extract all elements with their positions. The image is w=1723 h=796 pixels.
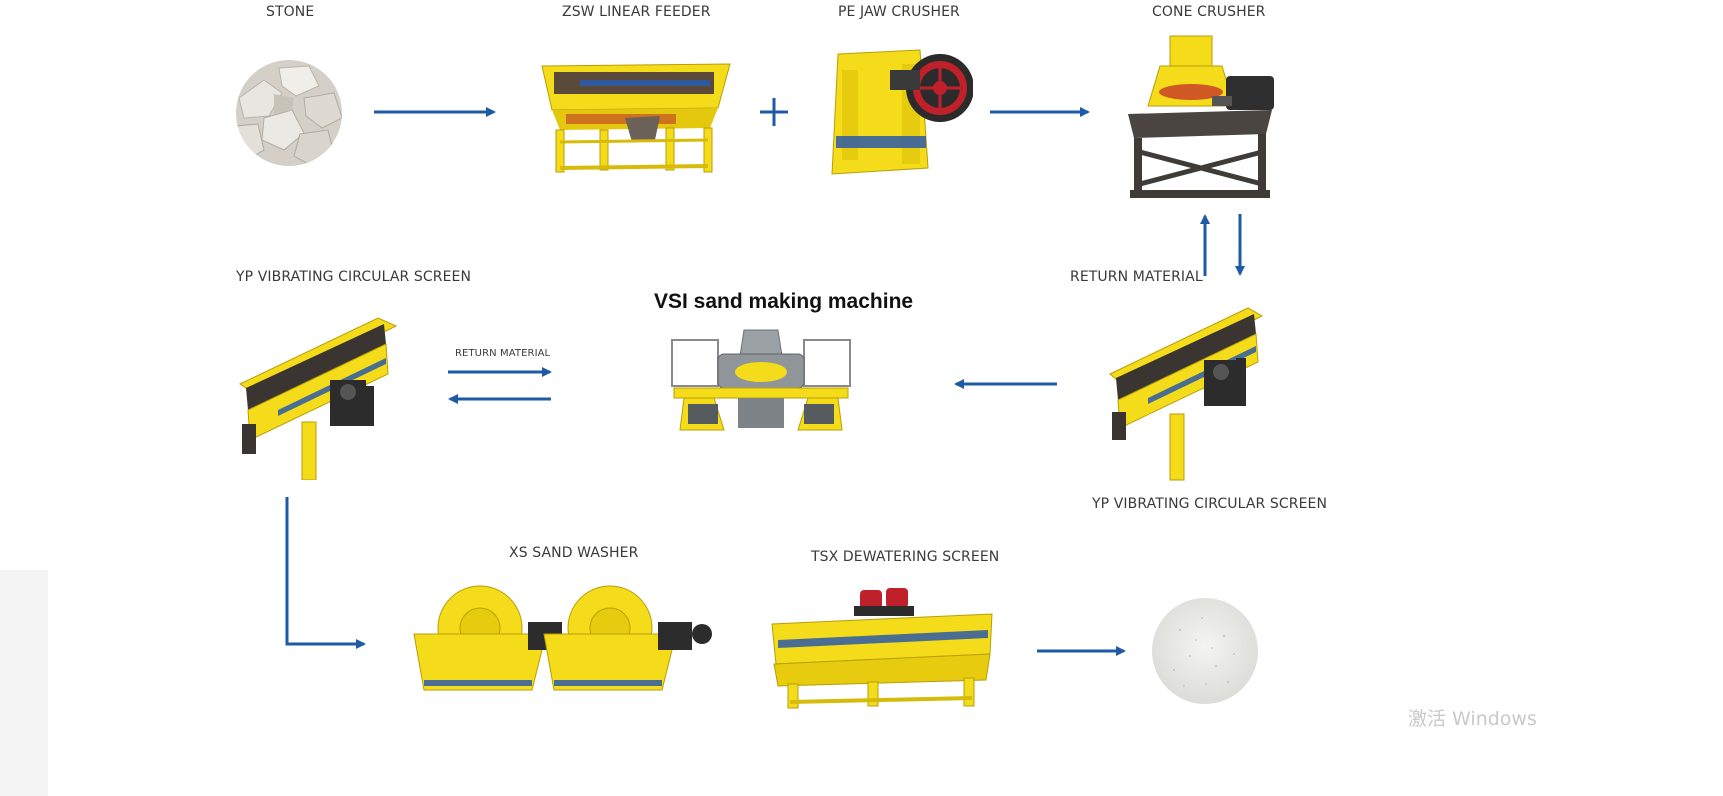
label-tsx-dewatering-screen: TSX DEWATERING SCREEN (811, 549, 1000, 565)
label-return-material-right: RETURN MATERIAL (1070, 269, 1203, 285)
left-edge-shade (0, 570, 48, 796)
windows-activation-watermark: 激活 Windows (1408, 708, 1537, 730)
diagram-title: VSI sand making machine (654, 290, 914, 313)
vsi-sand-making-machine-image (668, 326, 854, 436)
sand-product-image (1150, 596, 1260, 706)
label-stone: STONE (266, 4, 315, 20)
yp-screen-left-image (238, 314, 400, 480)
yp-screen-right-image (1108, 304, 1264, 482)
label-pe-jaw-crusher: PE JAW CRUSHER (838, 4, 960, 20)
pe-jaw-crusher-image (828, 40, 973, 176)
label-cone-crusher: CONE CRUSHER (1152, 4, 1266, 20)
arrow-screen-to-washer (285, 497, 366, 649)
cone-crusher-image (1126, 34, 1278, 200)
label-yp-screen-left: YP VIBRATING CIRCULAR SCREEN (236, 269, 472, 285)
zsw-linear-feeder-image (540, 58, 734, 176)
label-xs-sand-washer: XS SAND WASHER (509, 545, 639, 561)
tsx-dewatering-screen-image (768, 584, 996, 710)
plus-sign (760, 96, 788, 128)
label-zsw-linear-feeder: ZSW LINEAR FEEDER (562, 4, 711, 20)
label-return-material-left: RETURN MATERIAL (455, 348, 551, 359)
xs-sand-washer-image (410, 582, 714, 694)
label-yp-screen-right: YP VIBRATING CIRCULAR SCREEN (1092, 496, 1328, 512)
stone-image (234, 58, 344, 168)
